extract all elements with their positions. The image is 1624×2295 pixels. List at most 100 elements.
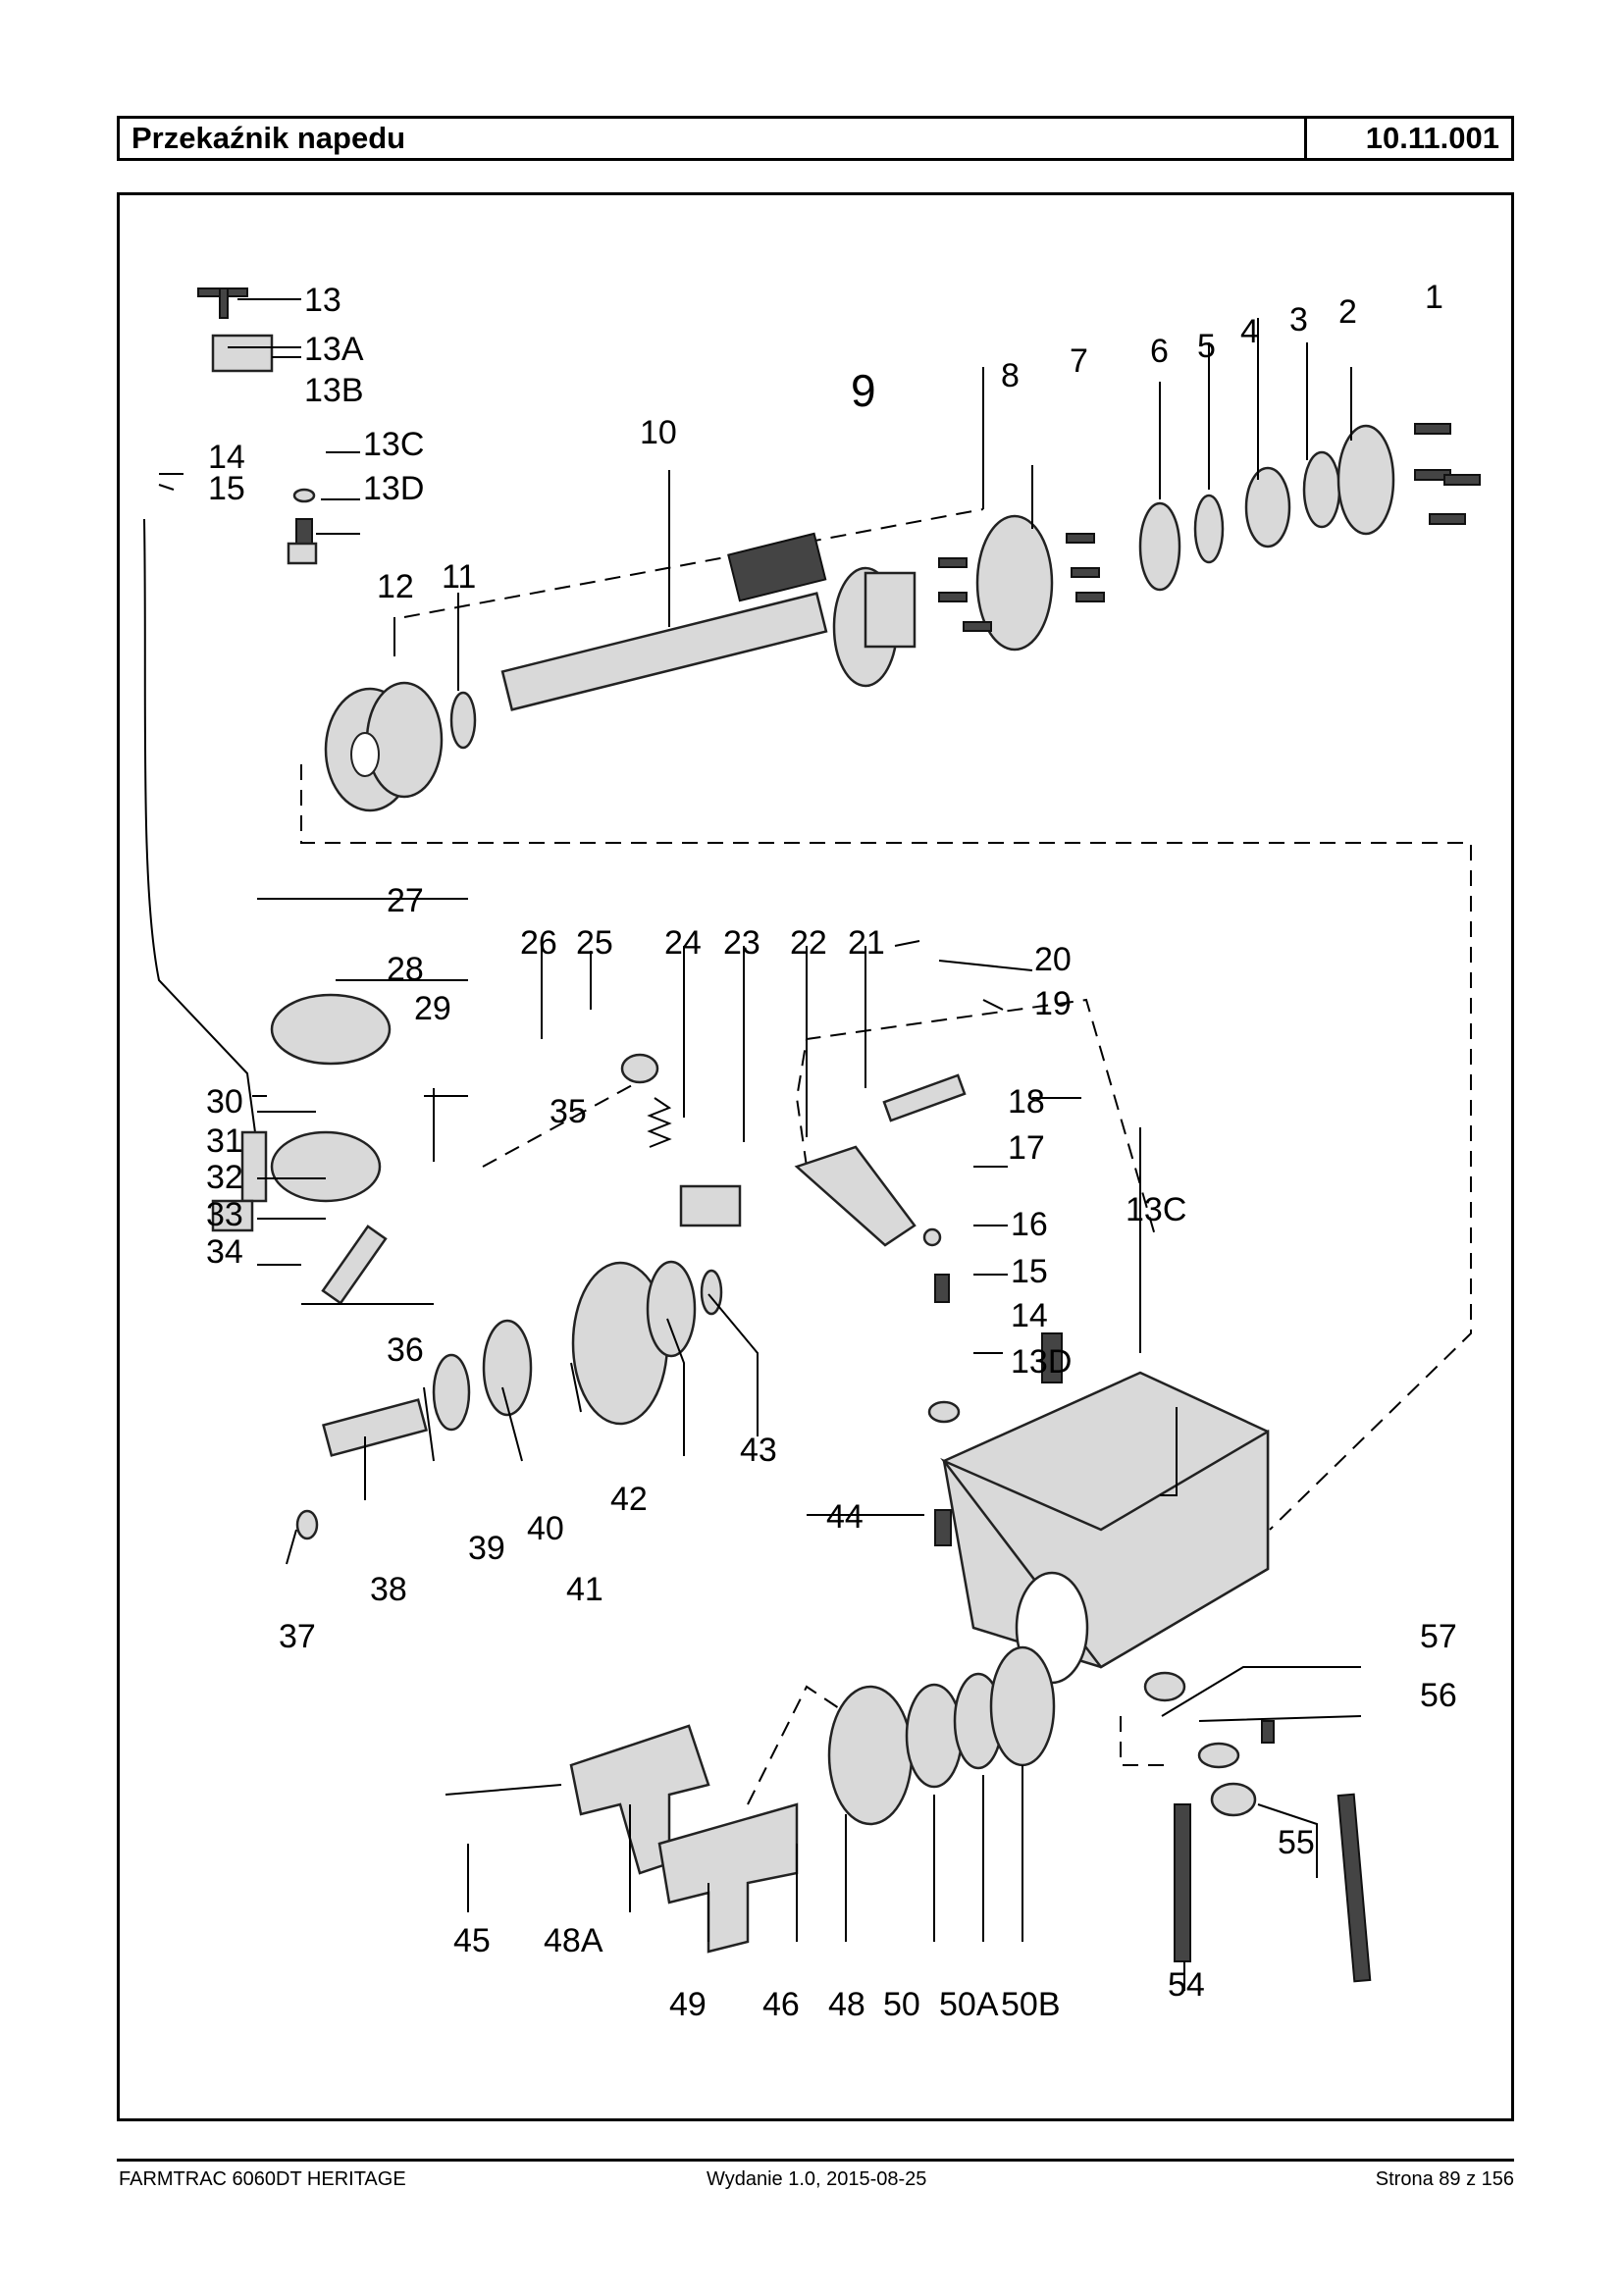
gearbox-housing-16 (940, 1371, 1270, 1702)
callout-30: 26 (520, 924, 557, 962)
header-bar: Przekaźnik napedu 10.11.001 (117, 116, 1514, 161)
bearing-44 (482, 1319, 533, 1417)
callout-54: 54 (1168, 1966, 1205, 2004)
callout-2: 2 (1338, 293, 1357, 331)
bearing-46b (646, 1260, 697, 1358)
callout-35: 31 (206, 1122, 243, 1160)
lever-13 (197, 287, 318, 565)
callout-5: 5 (1197, 328, 1216, 365)
bushing-43 (432, 1353, 471, 1432)
coupling-9 (832, 566, 917, 688)
pins-7 (938, 533, 1105, 632)
oring-3 (1302, 450, 1341, 529)
callout-29: 25 (576, 924, 613, 962)
bearing-53 (989, 1645, 1056, 1767)
callout-15: 15 (208, 470, 245, 507)
spring-19 (934, 1274, 950, 1303)
callout-26: 22 (790, 924, 827, 962)
ring-41 (295, 1509, 319, 1540)
callout-1: 1 (1425, 279, 1443, 316)
gear-12 (324, 681, 444, 812)
callout-45: 41 (566, 1571, 603, 1608)
callout-6: 6 (1150, 333, 1169, 370)
cover-50 (827, 1685, 914, 1826)
footer-rule (117, 2159, 1514, 2162)
callout-48A: 45 (453, 1922, 491, 1959)
ring-5 (1193, 494, 1225, 564)
housing-34 (270, 1130, 382, 1203)
callout-18: 14 (1011, 1297, 1048, 1334)
callout-33: 29 (414, 990, 451, 1027)
footer-edition: Wydanie 1.0, 2015-08-25 (707, 2168, 927, 2190)
callout-17: 13D (1011, 1343, 1072, 1381)
clevis-32 (240, 1130, 268, 1203)
callout-28: 24 (664, 924, 702, 962)
callout-11: 11 (442, 558, 476, 596)
callout-8: 8 (1001, 357, 1020, 394)
callout-19: 15 (1011, 1253, 1048, 1290)
callout-32: 28 (387, 951, 424, 988)
seal-39 (620, 1053, 659, 1084)
callout-40: 36 (387, 1331, 424, 1369)
callout-57: 57 (1420, 1618, 1457, 1655)
ring-11 (449, 691, 477, 750)
stud-54b (1336, 1793, 1372, 1983)
callout-12: 12 (377, 568, 414, 605)
spring-28 (647, 1097, 672, 1148)
callout-13A: 13A (304, 331, 364, 368)
exploded-parts-diagram: 13 13A 13B 13C 13D 14 15 12 11 10 9 8 7 … (143, 279, 1481, 2023)
callout-44: 40 (527, 1510, 564, 1547)
callout-49: 46 (762, 1986, 800, 2023)
cover-2 (1336, 424, 1395, 536)
main-shaft (500, 532, 828, 711)
plug-35 (211, 1199, 254, 1232)
callout-39: 35 (550, 1093, 587, 1130)
footer-model: FARMTRAC 6060DT HERITAGE (119, 2168, 406, 2190)
callout-42: 38 (370, 1571, 407, 1608)
rod-25 (882, 1073, 967, 1122)
callout-50A: 48A (544, 1922, 603, 1959)
callout-13D: 13D (363, 470, 424, 507)
ball-20 (922, 1227, 942, 1247)
callout-31: 27 (387, 882, 424, 919)
callout-14: 14 (208, 439, 245, 476)
bolt-17 (1041, 1332, 1063, 1383)
bolts-1 (1414, 423, 1481, 525)
oring-51 (905, 1683, 964, 1789)
callout-21: 17 (1008, 1129, 1045, 1167)
catalog-code: 10.11.001 (1365, 121, 1499, 155)
ring-6 (1138, 501, 1181, 592)
shaft-27 (679, 1184, 742, 1227)
callout-3: 3 (1289, 301, 1308, 339)
lever-30 (270, 993, 392, 1066)
bracket-50B (657, 1802, 799, 1954)
callout-55: 55 (1278, 1824, 1315, 1861)
callout-23: 19 (1034, 985, 1072, 1022)
flange-8 (975, 514, 1054, 652)
callout-52: 50A (939, 1986, 999, 2023)
plug-55 (1210, 1782, 1257, 1817)
callout-13: 13 (304, 282, 341, 319)
callout-25: 21 (848, 924, 885, 962)
callout-10: 10 (640, 414, 677, 451)
fork-26 (794, 1145, 917, 1247)
bearing-4 (1244, 466, 1291, 548)
callout-13C: 13C (363, 426, 424, 463)
rod-31 (143, 518, 258, 1148)
washer-18 (927, 1400, 961, 1424)
callout-20: 16 (1011, 1206, 1048, 1243)
callout-50: 48 (828, 1986, 865, 2023)
callout-48: 44 (826, 1498, 864, 1536)
callout-24: 20 (1034, 941, 1072, 978)
bolt-48 (934, 1509, 952, 1546)
stud-54 (1174, 1803, 1191, 1962)
callout-51: 50 (883, 1986, 920, 2023)
callout-7: 7 (1070, 342, 1088, 380)
callout-9: 9 (851, 365, 876, 416)
callout-53: 50B (1001, 1986, 1061, 2023)
callout-13B: 13B (304, 372, 364, 409)
callout-41: 37 (279, 1618, 316, 1655)
ring-57 (1197, 1742, 1240, 1769)
callout-56: 56 (1420, 1677, 1457, 1714)
callout-50B: 49 (669, 1986, 707, 2023)
